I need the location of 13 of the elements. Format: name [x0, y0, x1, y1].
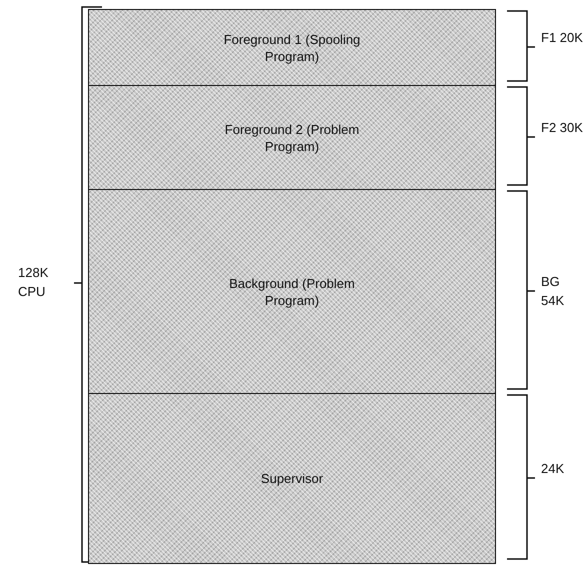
- memory-partition: [88, 85, 496, 190]
- memory-partition: [88, 393, 496, 564]
- memory-partition: [88, 189, 496, 394]
- total-memory-label: 128K CPU: [18, 264, 50, 301]
- memory-partition: [88, 9, 496, 86]
- partition-size-label: 24K: [541, 460, 566, 478]
- partition-label: Supervisor: [260, 470, 324, 487]
- partition-size-label: BG 54K: [541, 273, 566, 310]
- partition-label: Foreground 2 (Problem Program): [224, 120, 360, 154]
- partition-label: Foreground 1 (Spooling Program): [222, 30, 362, 64]
- partition-label: Background (Problem Program): [228, 274, 356, 308]
- partition-size-label: F1 20K: [541, 29, 584, 47]
- partition-size-label: F2 30K: [541, 119, 584, 137]
